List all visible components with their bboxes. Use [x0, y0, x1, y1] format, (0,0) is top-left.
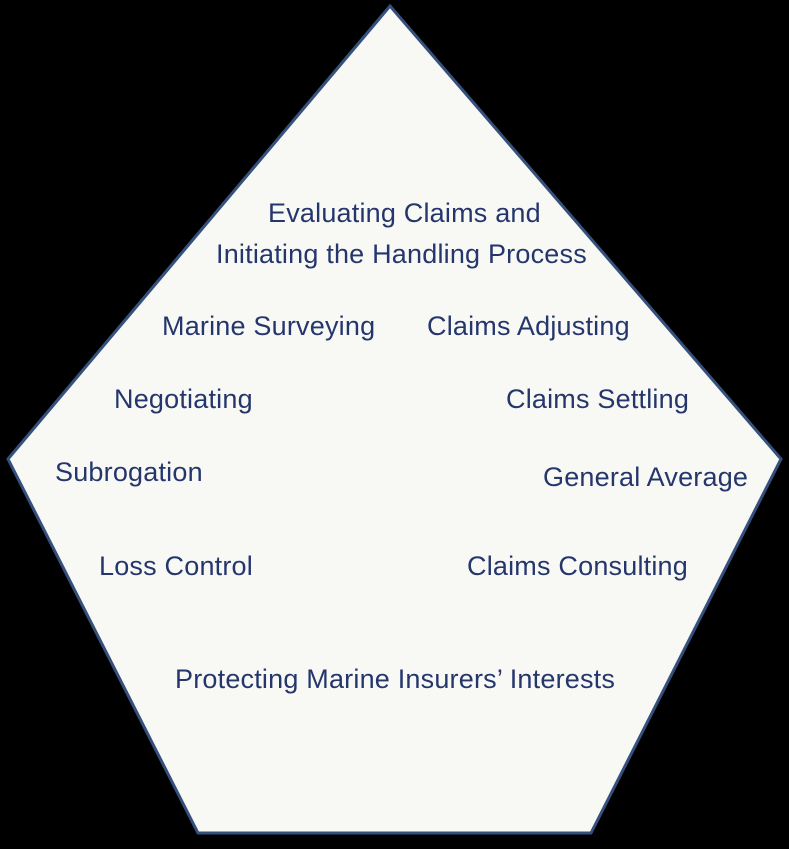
label-evaluating-claims-line-2: Initiating the Handling Process [216, 239, 587, 269]
pentagon-shape [6, 3, 783, 835]
label-marine-surveying: Marine Surveying [162, 311, 376, 341]
label-subrogation: Subrogation [55, 457, 203, 487]
label-evaluating-claims-line-1: Evaluating Claims and [268, 198, 541, 228]
label-claims-adjusting: Claims Adjusting [427, 311, 630, 341]
label-loss-control: Loss Control [99, 551, 253, 581]
label-protecting-interests: Protecting Marine Insurers’ Interests [175, 664, 616, 694]
label-claims-settling: Claims Settling [506, 384, 690, 414]
label-general-average: General Average [543, 462, 749, 492]
label-negotiating: Negotiating [114, 384, 253, 414]
label-claims-consulting: Claims Consulting [467, 551, 688, 581]
